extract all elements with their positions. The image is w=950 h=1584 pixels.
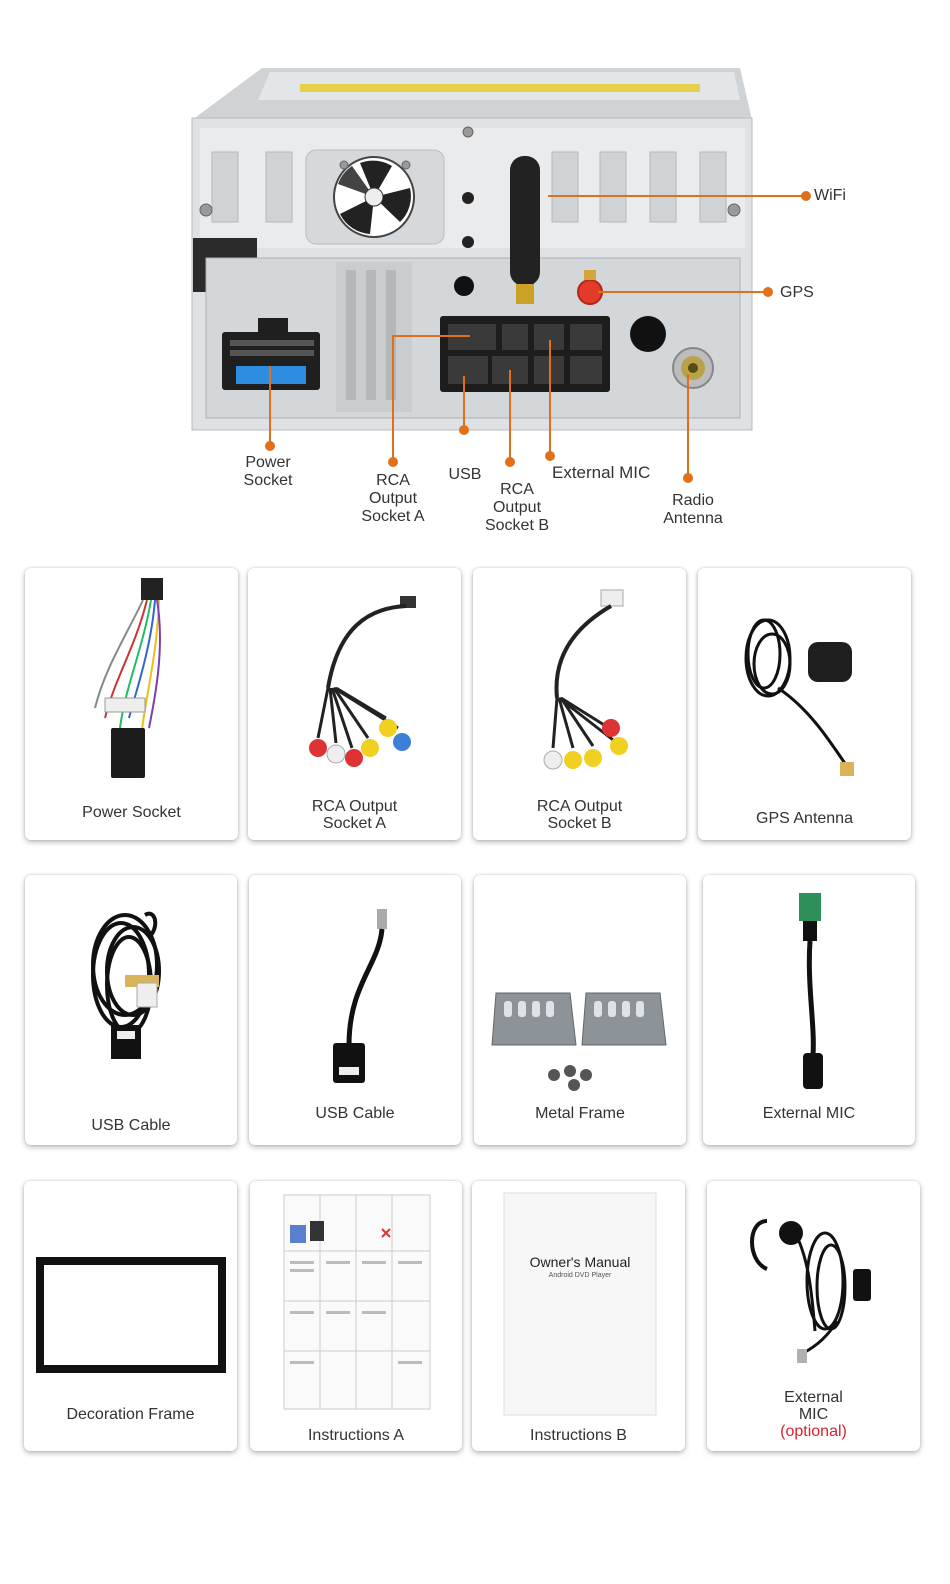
item-label: USB Cable — [91, 1117, 171, 1134]
item-label: Instructions B — [530, 1427, 627, 1444]
power-harness-image — [94, 578, 163, 778]
optional-note: (optional) — [780, 1423, 847, 1440]
callout-gps: GPS — [780, 284, 814, 301]
card-external-mic-optional: External MIC (optional) — [707, 1181, 920, 1451]
card-metal-frame: Metal Frame — [474, 875, 686, 1145]
item-label: External MIC (optional) — [707, 1389, 920, 1440]
callout-external-mic: External MIC — [552, 463, 651, 482]
card-instructions-a: Instructions A — [250, 1181, 462, 1451]
card-external-mic: External MIC — [703, 875, 915, 1145]
card-usb-cable-1: USB Cable — [25, 875, 237, 1145]
item-label: Metal Frame — [535, 1105, 625, 1122]
mic-adapter-cable-image — [799, 893, 823, 1089]
metal-brackets-image — [491, 992, 667, 1091]
card-gps-antenna: GPS Antenna — [698, 568, 911, 840]
item-label: GPS Antenna — [756, 810, 853, 827]
manual-title: Owner's Manual — [529, 1254, 631, 1270]
decoration-frame-image — [36, 1257, 226, 1373]
head-unit-rear-panel — [191, 68, 811, 483]
callout-wifi: WiFi — [814, 187, 846, 204]
card-power-socket: Power Socket — [25, 568, 238, 840]
card-usb-cable-2: USB Cable — [249, 875, 461, 1145]
instructions-sheet-image — [283, 1194, 431, 1410]
gps-antenna-image — [744, 618, 854, 776]
usb-cable-short-image — [333, 909, 387, 1083]
callout-usb: USB — [448, 466, 482, 483]
rca-cable-b-image — [543, 589, 628, 770]
card-decoration-frame: Decoration Frame — [24, 1181, 237, 1451]
owners-manual-image — [503, 1192, 657, 1416]
usb-cable-coil-image — [91, 911, 161, 1059]
rca-cable-a-image — [309, 596, 416, 767]
item-label: Instructions A — [307, 1427, 405, 1444]
item-label: Decoration Frame — [66, 1406, 195, 1423]
item-label: USB Cable — [315, 1105, 395, 1122]
item-label: External MIC — [762, 1105, 856, 1122]
manual-subtitle: Android DVD Player — [548, 1272, 612, 1279]
external-mic-image — [750, 1219, 871, 1363]
item-label: Power Socket — [82, 804, 181, 821]
card-instructions-b: Owner's Manual Android DVD Player Instru… — [472, 1181, 685, 1451]
